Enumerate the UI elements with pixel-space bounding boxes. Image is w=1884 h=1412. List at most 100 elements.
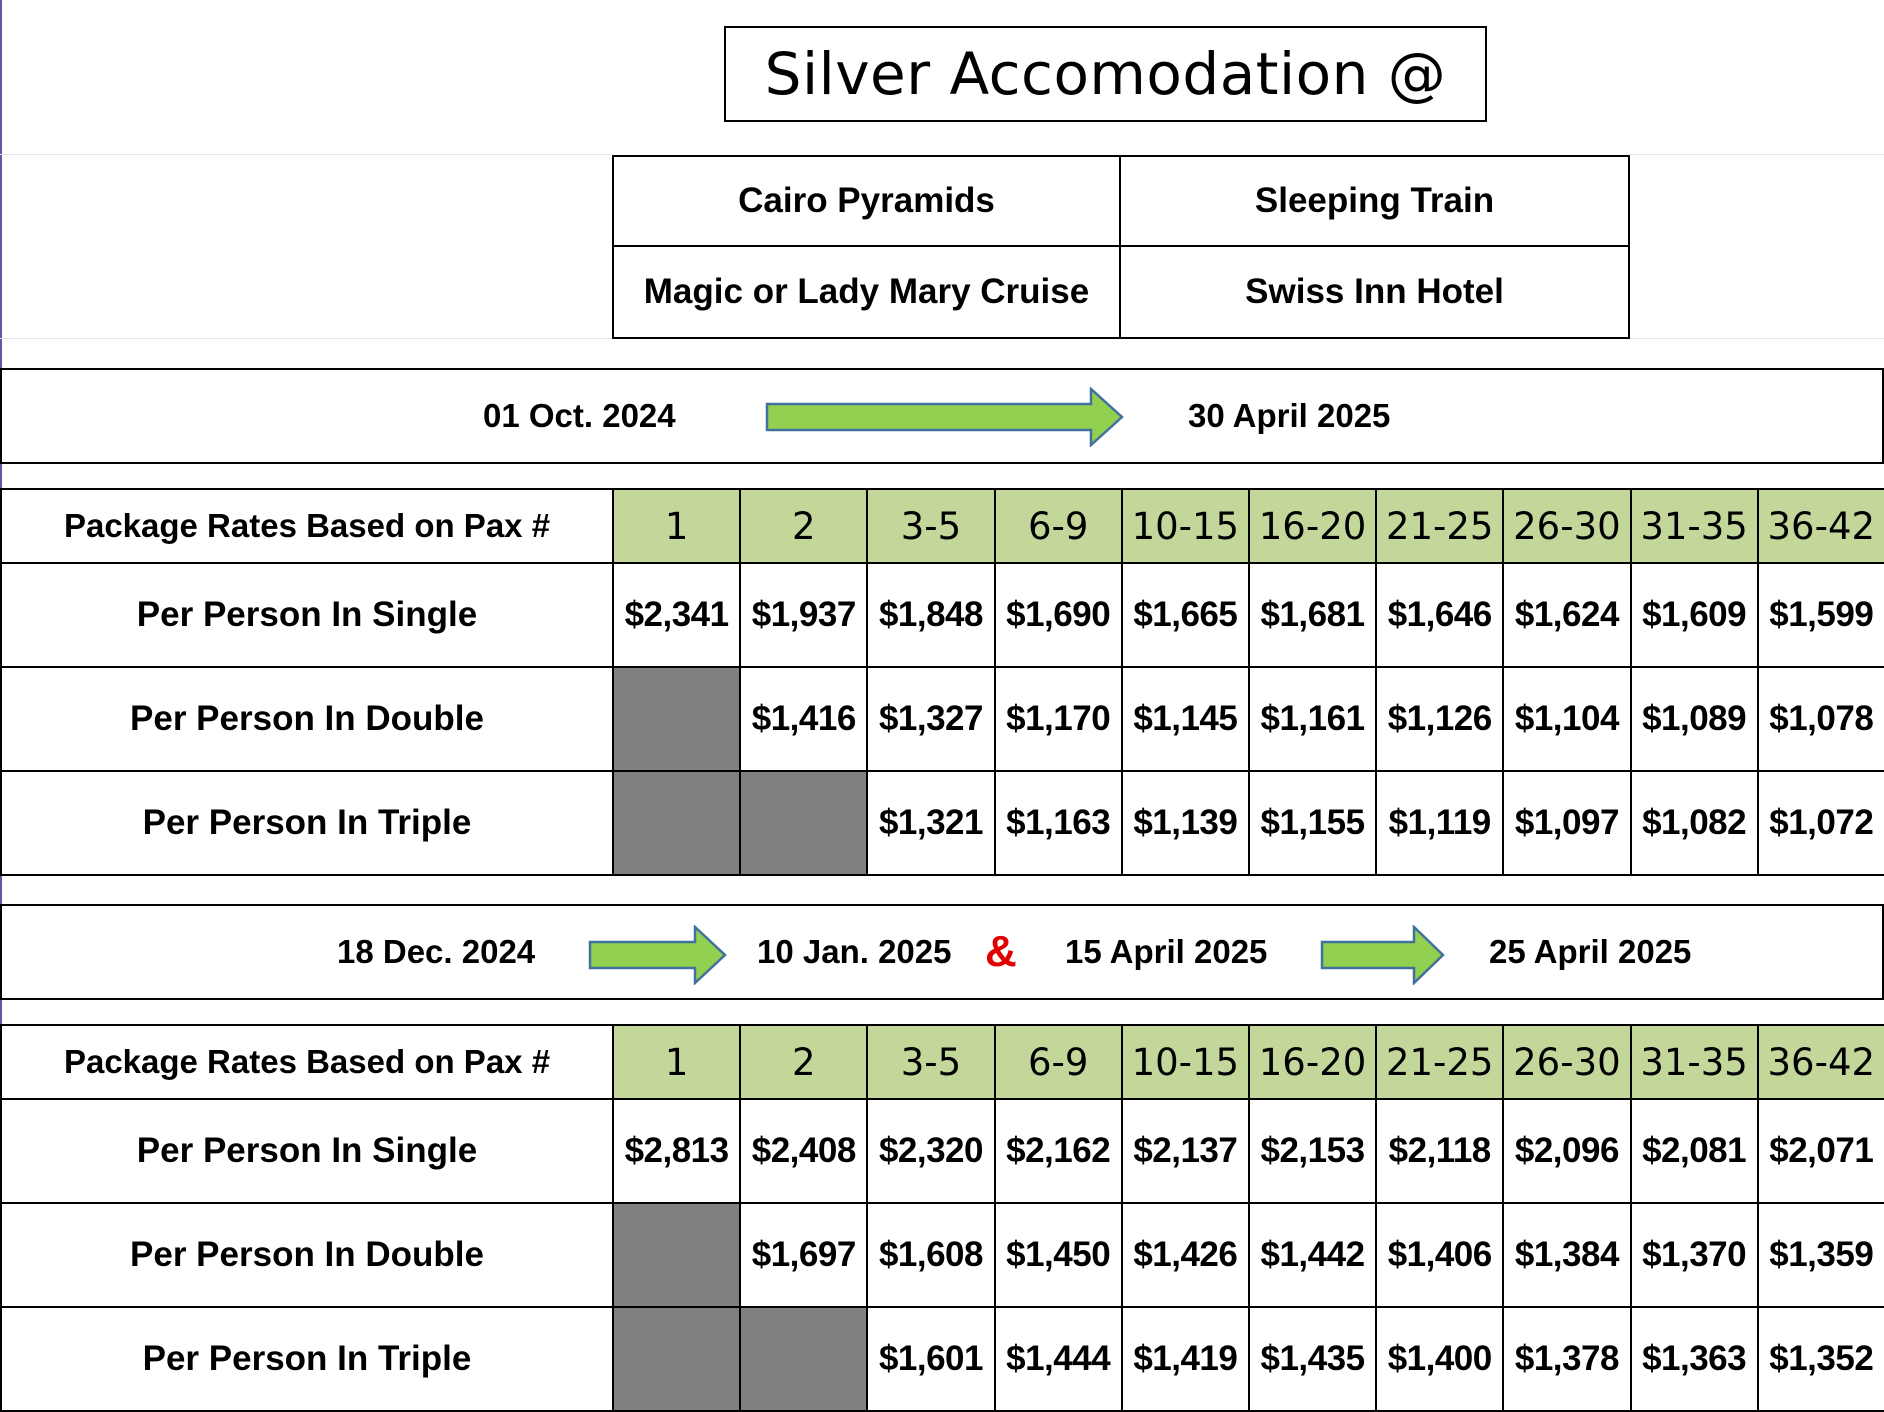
- rate-cell: $1,384: [1502, 1202, 1632, 1308]
- rate-cell: $1,104: [1502, 666, 1632, 772]
- period-3-end: 25 April 2025: [1489, 933, 1692, 970]
- room-type-label: Per Person In Single: [0, 562, 614, 668]
- row-divider: [1630, 154, 1884, 155]
- pax-range-cell: 6-9: [993, 488, 1123, 564]
- rate-cell: $1,848: [866, 562, 996, 668]
- rate-cell: $2,137: [1120, 1098, 1250, 1204]
- rate-cell: $1,078: [1756, 666, 1884, 772]
- rate-cell: $2,162: [993, 1098, 1123, 1204]
- room-type-label: Per Person In Single: [0, 1098, 614, 1204]
- period-2-end: 10 Jan. 2025: [757, 933, 952, 970]
- unavailable-cell: [739, 1306, 869, 1412]
- rate-cell: $1,363: [1629, 1306, 1759, 1412]
- pax-header-label: Package Rates Based on Pax #: [0, 488, 614, 564]
- room-type-label: Per Person In Triple: [0, 1306, 614, 1412]
- rate-cell: $1,601: [866, 1306, 996, 1412]
- rate-cell: $2,096: [1502, 1098, 1632, 1204]
- rate-cell: $1,126: [1375, 666, 1505, 772]
- hotel-train: Sleeping Train: [1121, 157, 1628, 247]
- rate-cell: $1,690: [993, 562, 1123, 668]
- pax-range-cell: 6-9: [993, 1024, 1123, 1100]
- rate-cell: $1,937: [739, 562, 869, 668]
- hotel-cairo: Cairo Pyramids: [614, 157, 1121, 247]
- period-1-start: 01 Oct. 2024: [483, 397, 676, 434]
- pax-range-cell: 21-25: [1375, 488, 1505, 564]
- rate-cell: $1,419: [1120, 1306, 1250, 1412]
- rate-cell: $1,442: [1247, 1202, 1378, 1308]
- rate-cell: $1,139: [1120, 770, 1250, 876]
- rate-cell: $2,341: [611, 562, 742, 668]
- rate-cell: $1,444: [993, 1306, 1123, 1412]
- pax-range-cell: 21-25: [1375, 1024, 1505, 1100]
- unavailable-cell: [611, 1202, 742, 1308]
- rate-cell: $1,681: [1247, 562, 1378, 668]
- pax-range-cell: 3-5: [866, 1024, 996, 1100]
- pax-range-cell: 1: [611, 488, 742, 564]
- rate-cell: $1,450: [993, 1202, 1123, 1308]
- rate-cell: $1,170: [993, 666, 1123, 772]
- rate-cell: $1,145: [1120, 666, 1250, 772]
- rate-row: Per Person In Single$2,341$1,937$1,848$1…: [0, 562, 1884, 668]
- rate-row: Per Person In Triple $1,321$1,163$1,139 $1…: [0, 770, 1884, 876]
- pax-range-cell: 2: [739, 1024, 869, 1100]
- rate-row: Per Person In Double $1,697$1,608$1,450 $1…: [0, 1202, 1884, 1308]
- hotels-grid: Cairo Pyramids Sleeping Train Magic or L…: [612, 155, 1630, 339]
- pax-header-label: Package Rates Based on Pax #: [0, 1024, 614, 1100]
- rate-cell: $1,327: [866, 666, 996, 772]
- pax-range-cell: 2: [739, 488, 869, 564]
- arrow-right-icon: [1320, 925, 1445, 985]
- pax-range-cell: 26-30: [1502, 488, 1632, 564]
- rate-cell: $1,163: [993, 770, 1123, 876]
- rate-cell: $1,352: [1756, 1306, 1884, 1412]
- rate-row: Per Person In Triple $1,601$1,444$1,419 $1…: [0, 1306, 1884, 1412]
- rate-cell: $1,665: [1120, 562, 1250, 668]
- rate-cell: $1,321: [866, 770, 996, 876]
- pax-range-cell: 36-42: [1756, 488, 1884, 564]
- room-type-label: Per Person In Triple: [0, 770, 614, 876]
- unavailable-cell: [739, 770, 869, 876]
- pax-range-cell: 31-35: [1629, 488, 1759, 564]
- rate-row: Per Person In Double$1,416$1,327$1,170$1…: [0, 666, 1884, 772]
- rate-cell: $2,081: [1629, 1098, 1759, 1204]
- period-1-band: 01 Oct. 2024 30 April 2025: [0, 368, 1884, 464]
- room-type-label: Per Person In Double: [0, 666, 614, 772]
- pax-range-cell: 26-30: [1502, 1024, 1632, 1100]
- rate-cell: $2,071: [1756, 1098, 1884, 1204]
- pax-range-cell: 16-20: [1247, 1024, 1378, 1100]
- pax-range-cell: 10-15: [1120, 1024, 1250, 1100]
- rate-cell: $2,813: [611, 1098, 742, 1204]
- pax-range-cell: 3-5: [866, 488, 996, 564]
- rate-cell: $1,370: [1629, 1202, 1759, 1308]
- room-type-label: Per Person In Double: [0, 1202, 614, 1308]
- rate-cell: $1,406: [1375, 1202, 1505, 1308]
- unavailable-cell: [611, 1306, 742, 1412]
- rate-cell: $1,697: [739, 1202, 869, 1308]
- rate-cell: $2,320: [866, 1098, 996, 1204]
- rate-cell: $1,161: [1247, 666, 1378, 772]
- pax-range-cell: 31-35: [1629, 1024, 1759, 1100]
- rate-cell: $1,599: [1756, 562, 1884, 668]
- rate-cell: $1,378: [1502, 1306, 1632, 1412]
- rate-cell: $1,119: [1375, 770, 1505, 876]
- period-2-band: 18 Dec. 2024 10 Jan. 2025 & 15 April 202…: [0, 904, 1884, 1000]
- rate-cell: $2,408: [739, 1098, 869, 1204]
- period-1-end: 30 April 2025: [1188, 397, 1391, 434]
- arrow-right-icon: [588, 925, 727, 985]
- unavailable-cell: [611, 770, 742, 876]
- rate-cell: $2,153: [1247, 1098, 1378, 1204]
- arrow-right-icon: [765, 387, 1124, 447]
- pax-range-cell: 16-20: [1247, 488, 1378, 564]
- page-title: Silver Accomodation @: [724, 26, 1487, 122]
- rate-cell: $1,609: [1629, 562, 1759, 668]
- rate-cell: $2,118: [1375, 1098, 1505, 1204]
- period-2-start: 18 Dec. 2024: [337, 933, 536, 970]
- ampersand: &: [985, 927, 1017, 976]
- rate-cell: $1,082: [1629, 770, 1759, 876]
- rate-cell: $1,089: [1629, 666, 1759, 772]
- rate-row: Per Person In Single$2,813$2,408$2,320$2…: [0, 1098, 1884, 1204]
- pax-range-cell: 10-15: [1120, 488, 1250, 564]
- rate-cell: $1,608: [866, 1202, 996, 1308]
